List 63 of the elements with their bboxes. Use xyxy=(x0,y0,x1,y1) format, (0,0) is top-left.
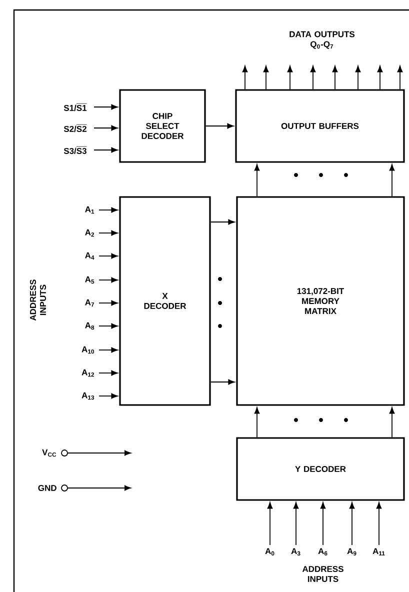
signal-label: A$_{2}$ xyxy=(85,229,94,237)
arrow xyxy=(98,253,118,259)
arrow xyxy=(310,66,316,90)
arrow xyxy=(332,66,338,90)
signal-group-label: ADDRESS INPUTS xyxy=(302,566,344,582)
signal-label: A$_{9}$ xyxy=(347,548,356,556)
arrow xyxy=(98,370,118,376)
arrow xyxy=(293,502,299,546)
signal-label: A$_{4}$ xyxy=(85,252,94,260)
arrow xyxy=(98,277,118,283)
arrow xyxy=(389,164,395,197)
signal-label: A$_{13}$ xyxy=(82,392,94,400)
arrow xyxy=(98,230,118,236)
signal-label: A$_{3}$ xyxy=(291,548,300,556)
arrow xyxy=(98,207,118,213)
arrow xyxy=(210,219,235,225)
pin-terminal: V$_{CC}$ xyxy=(42,449,68,457)
signal-label: A$_{8}$ xyxy=(85,322,94,330)
arrow xyxy=(349,502,355,546)
arrow xyxy=(98,347,118,353)
signal-label: A$_{0}$ xyxy=(265,548,274,556)
signal-label: A$_{7}$ xyxy=(85,299,94,307)
signal-label: A$_{11}$ xyxy=(372,548,385,556)
arrow xyxy=(94,104,118,110)
arrow xyxy=(94,125,118,131)
arrow xyxy=(94,147,118,153)
decoder-box: X DECODER xyxy=(119,196,211,406)
arrow xyxy=(377,66,383,90)
arrow xyxy=(397,66,403,90)
signal-label: A$_{12}$ xyxy=(82,369,94,377)
arrow xyxy=(242,66,248,90)
signal-label: $\textbf{S3/}\overline{\textbf{S3}}$ xyxy=(64,146,87,154)
arrow xyxy=(376,502,382,546)
arrow xyxy=(98,393,118,399)
arrow xyxy=(355,66,361,90)
signal-label: A$_{5}$ xyxy=(85,276,94,284)
signal-label: $\textbf{S1/}\overline{\textbf{S1}}$ xyxy=(64,104,87,112)
buffer-box: OUTPUT BUFFERS xyxy=(235,89,405,163)
signal-label: $\textbf{S2/}\overline{\textbf{S2}}$ xyxy=(64,124,87,132)
node-label: V$_{CC}$ xyxy=(42,449,56,457)
decoder-box: Y DECODER xyxy=(236,437,405,501)
signal-group-label: ADDRESS INPUTS xyxy=(30,280,46,321)
signal-label: A$_{1}$ xyxy=(85,206,94,214)
arrow xyxy=(205,123,234,129)
arrow xyxy=(389,407,395,438)
node-label: GND xyxy=(38,485,56,492)
signal-label: A$_{10}$ xyxy=(82,346,94,354)
arrow xyxy=(267,502,273,546)
arrow xyxy=(98,300,118,306)
memory-box: 131,072-BIT MEMORY MATRIX xyxy=(236,196,405,406)
pin-terminal: GND xyxy=(38,484,68,492)
signal-group-label: DATA OUTPUTS Q$_{0}$-Q$_{7}$ xyxy=(290,31,355,49)
arrow xyxy=(254,407,260,438)
arrow xyxy=(254,164,260,197)
decoder-box: CHIP SELECT DECODER xyxy=(119,89,206,163)
arrow xyxy=(320,502,326,546)
arrow xyxy=(263,66,269,90)
arrow xyxy=(98,323,118,329)
arrow xyxy=(67,485,132,491)
arrow xyxy=(210,379,235,385)
arrow xyxy=(287,66,293,90)
arrow xyxy=(67,450,132,456)
signal-label: A$_{6}$ xyxy=(318,548,328,556)
